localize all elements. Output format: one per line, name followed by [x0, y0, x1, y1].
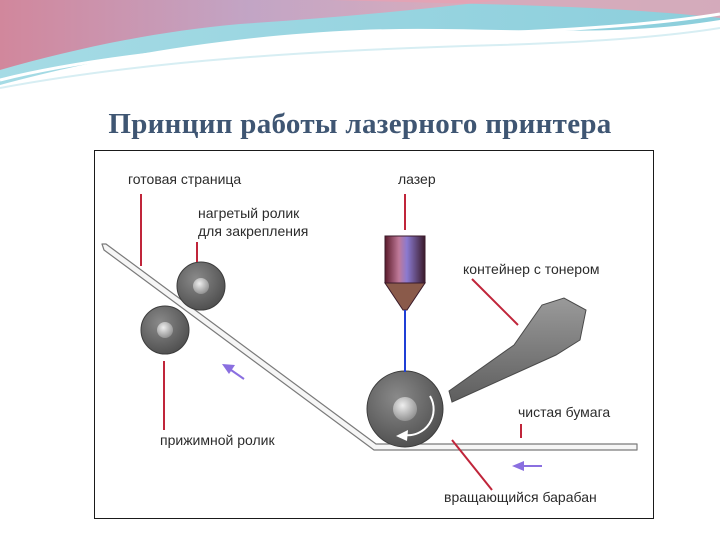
toner-container — [448, 297, 587, 403]
label-toner-container: контейнер с тонером — [463, 261, 600, 277]
feed-arrow-icon — [512, 461, 542, 471]
label-clean-paper: чистая бумага — [518, 404, 610, 420]
leader-drum — [451, 439, 493, 491]
label-pressure-roller: прижимной ролик — [160, 432, 275, 448]
label-rotating-drum: вращающийся барабан — [444, 489, 597, 505]
slide-title: Принцип работы лазерного принтера — [108, 108, 612, 140]
laser-head — [384, 235, 426, 372]
label-heated-roller-2: для закрепления — [198, 223, 308, 239]
heated-roller — [176, 261, 226, 311]
header-banner — [0, 0, 720, 89]
label-laser: лазер — [398, 171, 436, 187]
label-finished-page: готовая страница — [128, 171, 241, 187]
pressure-roller — [140, 305, 190, 355]
output-arrow-icon — [222, 364, 245, 380]
paper-sheet — [101, 243, 638, 451]
rotating-drum — [366, 370, 444, 448]
leader-lines — [140, 194, 522, 491]
rotation-arrow-icon — [396, 430, 408, 441]
laser-printer-diagram: готовая страница нагретый ролик для закр… — [101, 171, 638, 505]
label-heated-roller-1: нагретый ролик — [198, 205, 300, 221]
leader-toner — [471, 278, 519, 326]
